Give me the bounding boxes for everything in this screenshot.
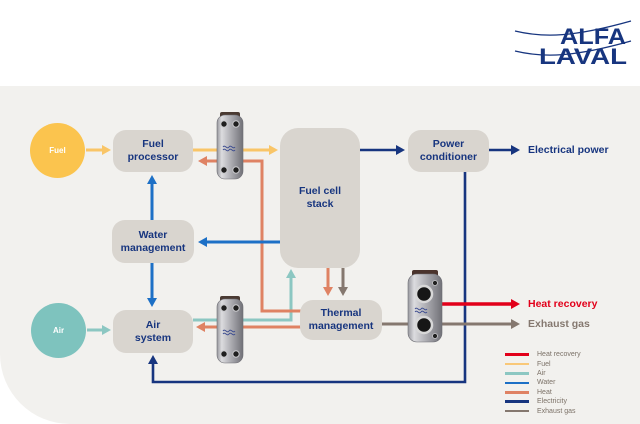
node-power-conditioner-label: Power conditioner — [419, 138, 478, 163]
legend-swatch-heat — [505, 390, 529, 394]
arrowhead — [286, 269, 296, 278]
alfa-laval-logo: ALFA LAVAL — [514, 20, 632, 66]
node-fuel-cell-stack-label: Fuel cell stack — [298, 185, 341, 210]
legend-swatch-exhaust-gas — [505, 409, 529, 413]
legend-label: Air — [537, 369, 546, 377]
legend-item-water: Water — [505, 378, 581, 387]
fuel-flow — [86, 145, 278, 155]
logo-word-alfa: ALFA — [560, 24, 626, 49]
arrowhead — [396, 145, 405, 155]
legend-label: Electricity — [537, 398, 567, 406]
logo-swoosh-bottom — [514, 40, 632, 56]
heat-exchanger-air-icon — [216, 296, 244, 364]
heat-exchanger-recovery-icon — [407, 270, 443, 343]
legend-item-electricity: Electricity — [505, 397, 581, 406]
node-power-conditioner: Power conditioner — [408, 130, 489, 172]
arrowhead — [323, 287, 333, 296]
arrowhead — [269, 145, 278, 155]
legend-label: Fuel — [537, 360, 551, 368]
arrowhead — [198, 156, 207, 166]
node-fuel-processor-label: Fuel processor — [127, 138, 179, 163]
arrowhead — [147, 175, 157, 184]
air-source-circle: Air — [31, 303, 86, 358]
legend-swatch-heat-recovery — [505, 353, 529, 356]
node-thermal-management-label: Thermal management — [308, 307, 374, 332]
heat-recovery-label: Heat recovery — [528, 298, 598, 310]
electricity-flow — [148, 145, 520, 384]
node-water-management: Water management — [112, 220, 194, 263]
exhaust-gas-label: Exhaust gas — [528, 318, 590, 330]
node-fuel-cell-stack: Fuel cell stack — [280, 128, 360, 268]
fuel-source-label: Fuel — [49, 146, 66, 155]
legend-item-exhaust-gas: Exhaust gas — [505, 406, 581, 415]
legend-label: Heat recovery — [537, 351, 581, 359]
arrowhead — [511, 145, 520, 155]
legend-label: Water — [537, 379, 556, 387]
legend-swatch-electricity — [505, 400, 529, 403]
arrowhead — [511, 299, 520, 309]
legend-swatch-water — [505, 381, 529, 385]
arrowhead — [102, 145, 111, 155]
legend-item-fuel: Fuel — [505, 359, 581, 368]
logo-word-laval: LAVAL — [539, 44, 627, 66]
node-fuel-processor: Fuel processor — [113, 130, 193, 172]
exhaust-flow — [338, 268, 520, 329]
logo-swoosh-top — [514, 20, 632, 36]
node-thermal-management: Thermal management — [300, 300, 382, 340]
node-air-system-label: Air system — [134, 318, 172, 344]
legend-item-heat-recovery: Heat recovery — [505, 350, 581, 359]
legend-label: Heat — [537, 388, 552, 396]
legend-swatch-air — [505, 372, 529, 375]
arrowhead — [148, 355, 158, 364]
water-flow — [147, 175, 280, 307]
heat-exchanger-fuel-icon — [216, 112, 244, 180]
legend-item-heat: Heat — [505, 388, 581, 397]
legend-label: Exhaust gas — [537, 407, 576, 415]
arrowhead — [198, 237, 207, 247]
arrowhead — [338, 287, 348, 296]
arrowhead — [511, 319, 520, 329]
electrical-power-label: Electrical power — [528, 144, 609, 156]
legend: Heat recovery Fuel Air Water Heat Electr… — [505, 350, 581, 416]
legend-item-air: Air — [505, 369, 581, 378]
arrowhead — [147, 298, 157, 307]
legend-swatch-fuel — [505, 362, 529, 366]
electricity-line-conditioner-to-air-system — [151, 172, 467, 384]
node-air-system: Air system — [113, 310, 193, 353]
arrowhead — [196, 322, 205, 332]
fuel-source-circle: Fuel — [30, 123, 85, 178]
arrowhead — [102, 325, 111, 335]
air-source-label: Air — [52, 326, 65, 335]
node-water-management-label: Water management — [120, 228, 186, 254]
